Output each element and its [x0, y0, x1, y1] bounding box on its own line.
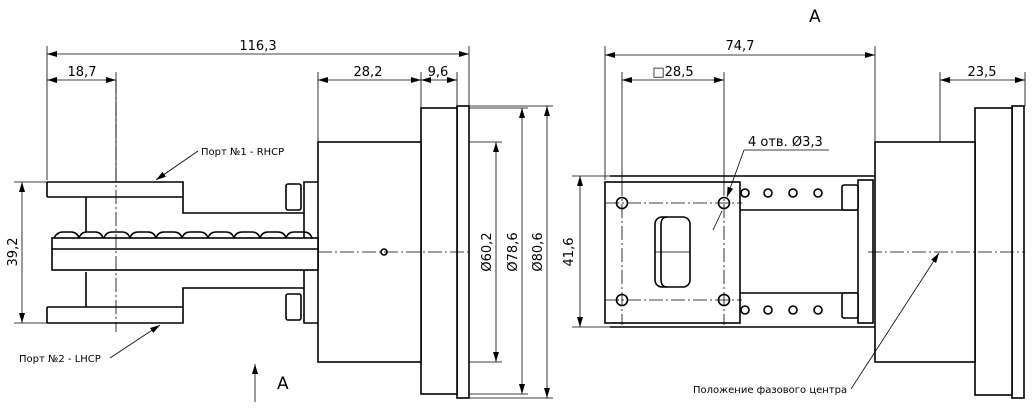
side-view: 116,3 18,7 28,2 9,6 39,2 Ø60,2 Ø78,6 Ø80…	[6, 39, 553, 402]
rivet-row	[740, 188, 823, 315]
dimension-lines	[577, 52, 1025, 327]
dim-dia-plate: Ø80,6	[531, 232, 546, 271]
dim-phase-center-offset: 23,5	[968, 65, 997, 80]
phase-center-marker	[380, 248, 388, 256]
dim-flange-height: 41,6	[562, 238, 577, 267]
connector-port-2	[285, 293, 302, 321]
dim-port-spacing: 39,2	[6, 238, 21, 267]
dim-overall-length: 74,7	[726, 39, 755, 54]
antenna-side-outline	[46, 80, 470, 399]
label-mounting-holes: 4 отв. Ø3,3	[748, 135, 823, 150]
dim-flange-thickness: 9,6	[428, 65, 449, 80]
dim-port-offset: 18,7	[68, 65, 97, 80]
dim-dia-body: Ø60,2	[480, 232, 495, 271]
dim-body-length: 28,2	[354, 65, 383, 80]
antenna-top-outline	[604, 105, 1025, 399]
connector-port-1	[285, 183, 302, 211]
view-a: A 74,7 □28,5 23,5 41,6	[562, 7, 1026, 399]
view-a-title: A	[809, 7, 821, 27]
dim-overall-length: 116,3	[239, 39, 276, 54]
view-marker-label: A	[277, 374, 289, 394]
extension-lines	[14, 46, 553, 399]
dimension-lines	[19, 51, 550, 398]
label-port-1: Порт №1 - RHCP	[201, 147, 284, 158]
label-port-2: Порт №2 - LHCP	[19, 354, 101, 365]
dim-flange-square: □28,5	[652, 65, 693, 80]
dim-dia-flange: Ø78,6	[506, 232, 521, 271]
label-phase-center: Положение фазового центра	[693, 385, 847, 396]
